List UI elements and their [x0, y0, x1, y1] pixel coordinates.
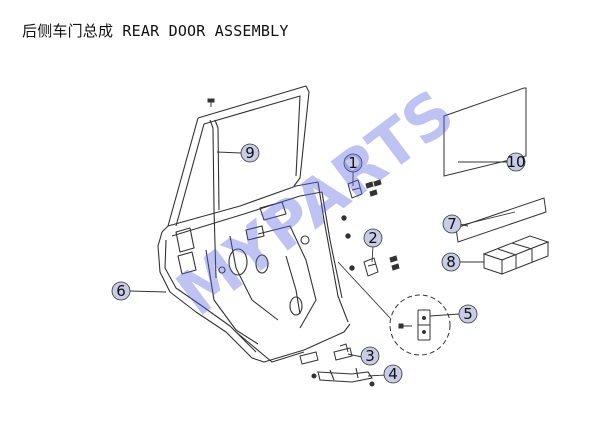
callout-6: 6	[111, 281, 131, 301]
svg-text:3: 3	[365, 347, 375, 365]
lower-hinge-part	[341, 215, 400, 277]
svg-text:10: 10	[506, 153, 525, 171]
svg-text:7: 7	[447, 215, 457, 233]
latch-detail-part	[337, 261, 451, 356]
svg-text:6: 6	[116, 282, 126, 300]
insulation-pad-part	[443, 87, 527, 177]
door-check-bar-part	[311, 367, 375, 387]
callout-2: 2	[363, 228, 383, 248]
packing-box-part	[482, 235, 550, 275]
callout-4: 4	[383, 364, 403, 384]
svg-text:2: 2	[368, 229, 378, 247]
callout-10: 10	[506, 152, 526, 172]
callout-7: 7	[442, 214, 462, 234]
svg-text:9: 9	[245, 144, 255, 162]
svg-text:1: 1	[348, 154, 358, 172]
rear-door-frame	[157, 85, 351, 363]
trim-strip-part	[455, 197, 547, 243]
page-title: 后侧车门总成 REAR DOOR ASSEMBLY	[22, 22, 289, 40]
watermark-text: MYPARTS	[163, 75, 467, 330]
screw-icon	[207, 98, 215, 107]
callout-1: 1	[343, 153, 363, 173]
callout-9: 9	[240, 143, 260, 163]
upper-hinge-part	[347, 179, 382, 199]
svg-text:4: 4	[388, 365, 398, 383]
callout-8: 8	[441, 252, 461, 272]
callout-5: 5	[458, 304, 478, 324]
leader-lines	[129, 151, 506, 377]
door-check-part	[299, 343, 353, 365]
svg-text:8: 8	[446, 253, 456, 271]
svg-text:5: 5	[463, 305, 473, 323]
callout-3: 3	[360, 346, 380, 366]
